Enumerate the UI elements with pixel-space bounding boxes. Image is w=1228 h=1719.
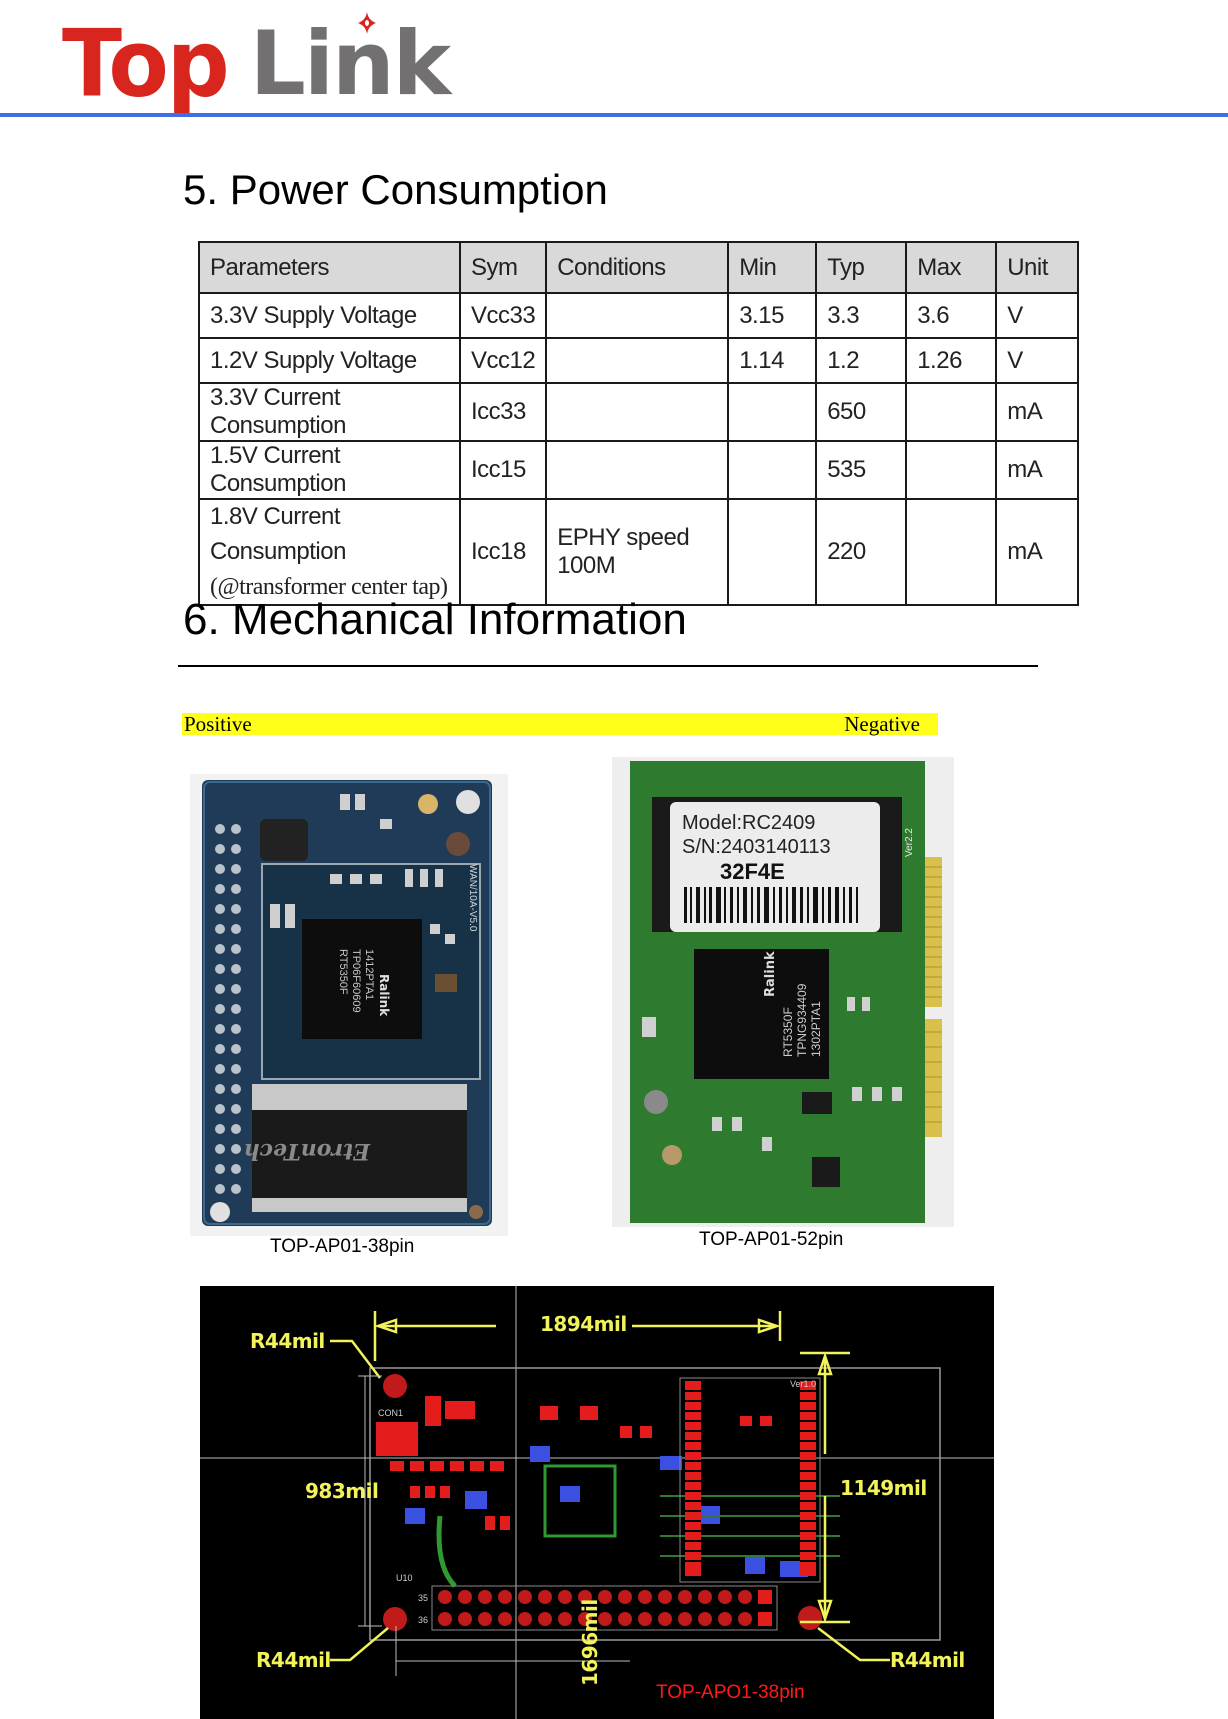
cell-parameter: 3.3V Supply Voltage (198, 292, 461, 339)
svg-text:EtronTech: EtronTech (244, 1138, 371, 1164)
col-min: Min (727, 241, 818, 294)
table-row: 3.3V Supply Voltage Vcc33 3.15 3.3 3.6 V (198, 292, 1080, 339)
svg-text:TPNG934409: TPNG934409 (795, 983, 809, 1057)
cell-parameter: 3.3V Current Consumption (198, 382, 461, 442)
cell-min (727, 497, 818, 607)
svg-text:RT5350F: RT5350F (781, 1007, 795, 1057)
section-title-mechanical: 6. Mechanical Information (183, 595, 687, 644)
col-unit: Unit (995, 241, 1080, 294)
svg-text:Ralink: Ralink (763, 951, 778, 997)
cell-min (727, 382, 818, 442)
pcb-38pin-illustration: RT5350F TP06F60609 1412PTA1 Ralink Etron… (202, 780, 492, 1226)
caption-pcb-diagram: TOP-APO1-38pin (656, 1682, 805, 1703)
polarity-bar: Positive Negative (182, 712, 938, 736)
cell-sym: Vcc33 (458, 292, 548, 339)
cell-min (727, 440, 818, 500)
board-photo-38pin: RT5350F TP06F60609 1412PTA1 Ralink Etron… (190, 774, 508, 1236)
dimension-inner-height: 983mil (305, 1479, 379, 1503)
cell-parameter: 1.5V Current Consumption (198, 440, 461, 500)
board-photo-52pin: Model:RC2409 S/N:2403140113 32F4E Ralink… (612, 757, 954, 1227)
col-sym: Sym (458, 241, 548, 294)
svg-text:Ver1.0: Ver1.0 (790, 1379, 816, 1389)
cell-max (905, 382, 998, 442)
cell-parameter-line1: 1.8V Current Consumption (210, 503, 346, 565)
dimension-pin-span: 1696mil (578, 1599, 602, 1686)
cell-max: 1.26 (905, 337, 998, 384)
cell-parameter: 1.2V Supply Voltage (198, 337, 461, 384)
table-header-row: Parameters Sym Conditions Min Typ Max Un… (198, 241, 1080, 294)
col-max: Max (905, 241, 998, 294)
caption-board-38pin: TOP-AP01-38pin (270, 1236, 415, 1257)
cell-max (905, 440, 998, 500)
dimension-width: 1894mil (540, 1312, 627, 1336)
dimension-height: 1149mil (840, 1476, 927, 1500)
dimension-hole-bottom-left: R44mil (256, 1648, 331, 1672)
cell-parameter: 1.8V Current Consumption (@transformer c… (198, 497, 461, 607)
table-row: 1.2V Supply Voltage Vcc12 1.14 1.2 1.26 … (198, 337, 1080, 384)
cell-conditions (545, 292, 730, 339)
logo-text-link: Link (249, 12, 451, 115)
dimension-hole-bottom-right: R44mil (890, 1648, 965, 1672)
cell-unit: mA (995, 440, 1080, 500)
label-model: Model:RC2409 (682, 812, 815, 834)
cell-typ: 535 (815, 440, 908, 500)
diamond-icon (357, 12, 376, 34)
svg-text:1412PTA1: 1412PTA1 (363, 949, 375, 1000)
pcb-52pin-illustration: Model:RC2409 S/N:2403140113 32F4E Ralink… (630, 761, 942, 1223)
section-title-power: 5. Power Consumption (183, 166, 608, 213)
cell-typ: 220 (815, 497, 908, 607)
logo-text-top: Top (62, 9, 230, 118)
cell-unit: V (995, 292, 1080, 339)
cell-sym: Vcc12 (458, 337, 548, 384)
col-typ: Typ (815, 241, 908, 294)
table-row: 1.8V Current Consumption (@transformer c… (198, 497, 1080, 607)
cell-unit: mA (995, 497, 1080, 607)
col-parameters: Parameters (198, 241, 461, 294)
cell-unit: mA (995, 382, 1080, 442)
toplink-logo: Top Link (62, 8, 451, 118)
pcb-layout-drawing: CON1 U10 35 36 Ver1.0 (200, 1286, 994, 1719)
cell-typ: 650 (815, 382, 908, 442)
table-row: 3.3V Current Consumption Icc33 650 mA (198, 382, 1080, 442)
cell-max (905, 497, 998, 607)
svg-text:Ralink: Ralink (377, 974, 391, 1017)
pcb-dimension-diagram: CON1 U10 35 36 Ver1.0 1894mil R44mil 983… (200, 1286, 994, 1719)
col-conditions: Conditions (545, 241, 730, 294)
cell-sym: Icc15 (458, 440, 548, 500)
label-sn: S/N:2403140113 (682, 836, 831, 858)
cell-conditions: EPHY speed 100M (545, 497, 730, 607)
section-rule (178, 665, 1038, 667)
svg-text:35: 35 (418, 1593, 428, 1603)
cell-typ: 3.3 (815, 292, 908, 339)
svg-text:WAN/10A-V5.0: WAN/10A-V5.0 (467, 864, 478, 932)
power-consumption-table: Parameters Sym Conditions Min Typ Max Un… (198, 241, 1080, 607)
cell-conditions (545, 337, 730, 384)
table-row: 1.5V Current Consumption Icc15 535 mA (198, 440, 1080, 500)
svg-text:Ver2.2: Ver2.2 (904, 828, 915, 857)
polarity-positive-label: Positive (184, 712, 252, 736)
svg-text:1302PTA1: 1302PTA1 (809, 1001, 823, 1057)
cell-min: 1.14 (727, 337, 818, 384)
svg-text:CON1: CON1 (378, 1408, 403, 1418)
cell-typ: 1.2 (815, 337, 908, 384)
dimension-hole-top-left: R44mil (250, 1329, 325, 1353)
cell-sym: Icc33 (458, 382, 548, 442)
cell-unit: V (995, 337, 1080, 384)
cell-sym: Icc18 (458, 497, 548, 607)
caption-board-52pin: TOP-AP01-52pin (699, 1229, 844, 1250)
cell-min: 3.15 (727, 292, 818, 339)
cell-conditions (545, 440, 730, 500)
cell-conditions (545, 382, 730, 442)
cell-parameter-line2: (@transformer center tap) (210, 573, 448, 600)
header-rule (0, 113, 1228, 117)
svg-text:U10: U10 (396, 1573, 413, 1583)
label-code: 32F4E (720, 859, 785, 884)
svg-text:RT5350F: RT5350F (337, 949, 349, 995)
svg-text:TP06F60609: TP06F60609 (350, 949, 362, 1013)
svg-text:36: 36 (418, 1615, 428, 1625)
cell-max: 3.6 (905, 292, 998, 339)
polarity-negative-label: Negative (844, 712, 920, 736)
